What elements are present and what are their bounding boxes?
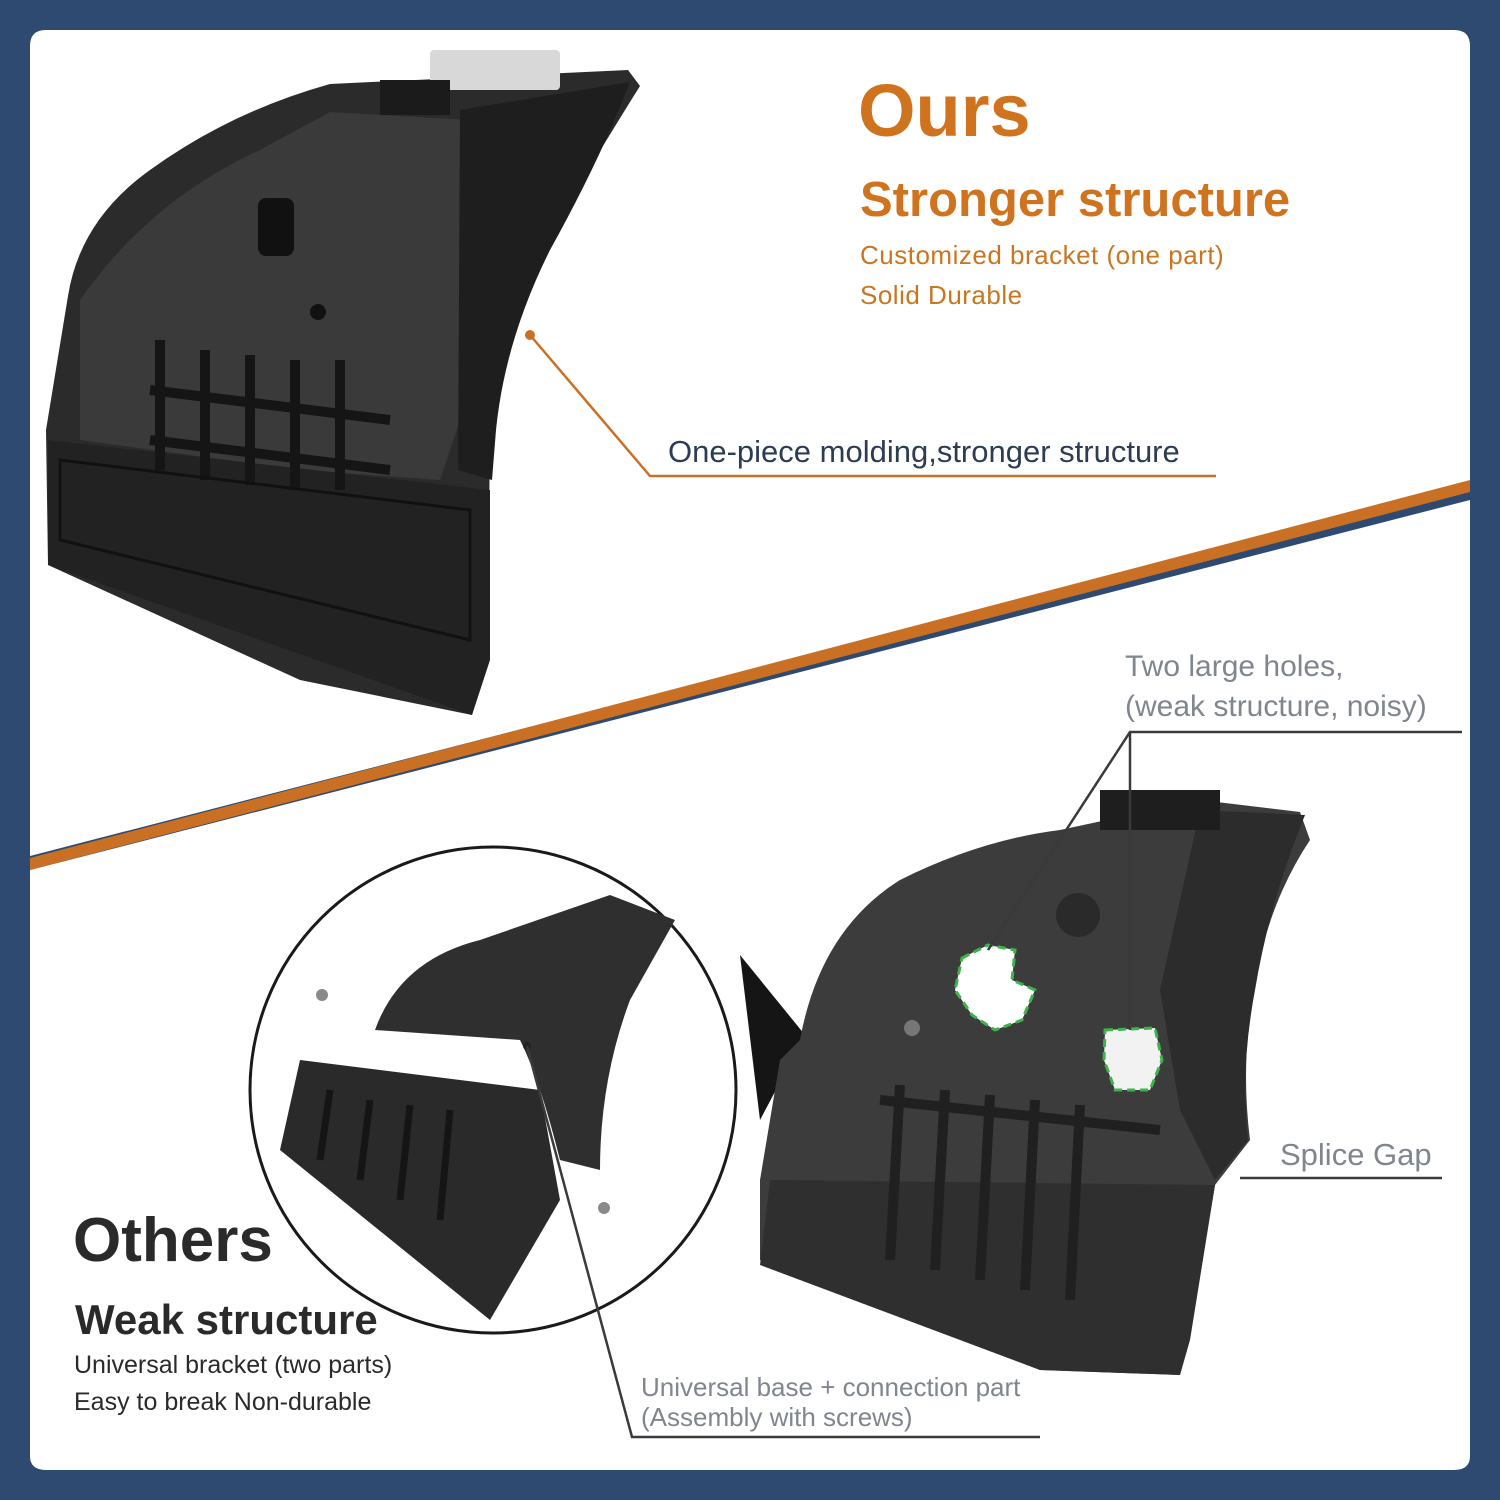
ours-callout-leader: [525, 330, 1216, 478]
others-subtitle: Weak structure: [75, 1296, 378, 1343]
holes-callout-line-2: (weak structure, noisy): [1125, 690, 1427, 723]
diagonal-orange-band: [30, 480, 1470, 870]
base-callout-line-1: Universal base + connection part: [641, 1372, 1021, 1402]
ours-title: Ours: [858, 69, 1031, 152]
ours-subtitle: Stronger structure: [860, 173, 1291, 227]
ours-callout-label: One-piece molding,stronger structure: [668, 434, 1180, 469]
ours-bracket-image: [46, 50, 640, 715]
others-description-line-2: Easy to break Non-durable: [74, 1388, 372, 1416]
others-zoom-circle: [248, 845, 805, 1335]
others-description-line-1: Universal bracket (two parts): [74, 1351, 393, 1379]
others-title: Others: [73, 1206, 273, 1275]
others-bracket-image: [760, 790, 1310, 1375]
base-callout-line-2: (Assembly with screws): [641, 1402, 913, 1432]
ours-description-line-1: Customized bracket (one part): [860, 240, 1225, 270]
splice-gap-callout: Splice Gap: [1280, 1137, 1432, 1172]
holes-callout-line-1: Two large holes,: [1125, 650, 1344, 683]
others-callout-leaders: [525, 730, 1462, 1439]
ours-description-line-2: Solid Durable: [860, 280, 1023, 310]
